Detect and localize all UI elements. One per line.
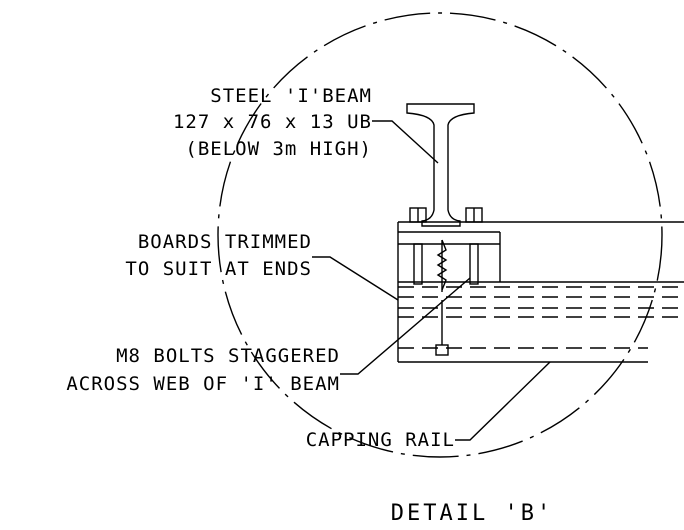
boards-label-line1: BOARDS TRIMMED [138, 231, 312, 253]
leader-capping-rail [455, 361, 551, 441]
detail-title: DETAIL 'B' [391, 501, 553, 526]
leader-boards [312, 256, 399, 301]
lag-screw [436, 239, 448, 292]
leader-steel-beam [372, 120, 439, 164]
detail-boundary-circle [217, 12, 663, 458]
steel-beam-label-line2: 127 x 76 x 13 UB [173, 111, 372, 133]
bolts-label-line2: ACROSS WEB OF 'I' BEAM [66, 373, 340, 395]
bolt-right [465, 207, 483, 285]
board-assembly [397, 221, 684, 363]
leader-bolts [340, 277, 471, 375]
steel-beam-label-line3: (BELOW 3m HIGH) [185, 138, 372, 160]
bolts-label-line1: M8 BOLTS STAGGERED [116, 345, 340, 367]
bolt-left [409, 207, 427, 285]
steel-i-beam [406, 103, 475, 227]
steel-beam-label-line1: STEEL 'I'BEAM [210, 85, 372, 107]
lower-bolt [435, 300, 449, 356]
hidden-board-lines [398, 286, 684, 349]
boards-label-line2: TO SUIT AT ENDS [125, 258, 312, 280]
capping-rail-label: CAPPING RAIL [306, 429, 455, 451]
